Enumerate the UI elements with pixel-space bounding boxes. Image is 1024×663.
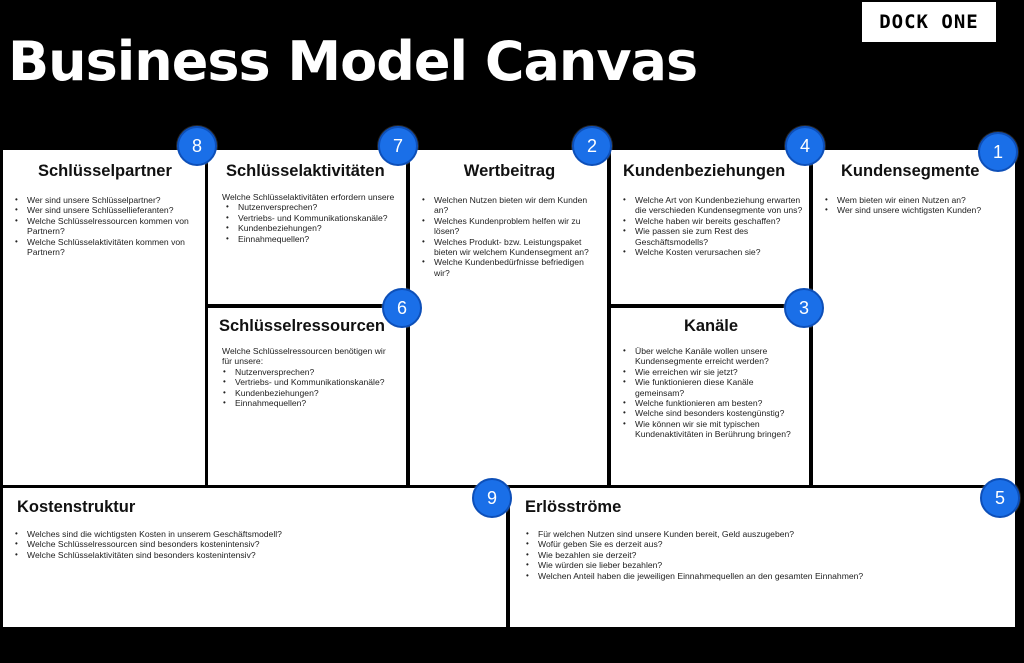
- list-item: Welche Schlüsselressourcen kommen von Pa…: [15, 216, 197, 237]
- list-item: Welche haben wir bereits geschaffen?: [623, 216, 803, 227]
- block-customer-relationships: Kundenbeziehungen Welche Art von Kundenb…: [611, 150, 809, 304]
- badge-number-3: 3: [784, 288, 824, 328]
- list-item: Wie passen sie zum Rest des Geschäftsmod…: [623, 226, 803, 247]
- list-item: Kundenbeziehungen?: [223, 388, 398, 399]
- block-intro: Welche Schlüsselaktivitäten erfordern un…: [222, 192, 395, 202]
- list-item: Welches Kundenproblem helfen wir zu löse…: [422, 216, 601, 237]
- list-item: Wie funktionieren diese Kanäle gemeinsam…: [623, 377, 803, 398]
- list-item: Welches sind die wichtigsten Kosten in u…: [15, 529, 498, 540]
- list-item: Welche Kundenbedürfnisse befriedigen wir…: [422, 257, 601, 278]
- list-item: Kundenbeziehungen?: [226, 223, 398, 234]
- badge-number-1: 1: [978, 132, 1018, 172]
- block-intro: Welche Schlüsselressourcen benötigen wir…: [222, 346, 386, 367]
- list-item: Wie erreichen wir sie jetzt?: [623, 367, 803, 378]
- list-item: Welche funktionieren am besten?: [623, 398, 803, 409]
- list-item: Welche Schlüsselressourcen sind besonder…: [15, 539, 498, 550]
- badge-number-5: 5: [980, 478, 1020, 518]
- block-heading: Kundenbeziehungen: [623, 162, 786, 180]
- question-list: Für welchen Nutzen sind unsere Kunden be…: [522, 529, 1007, 581]
- list-item: Wer sind unsere Schlüssellieferanten?: [15, 205, 197, 216]
- list-item: Welchen Anteil haben die jeweiligen Einn…: [526, 571, 1007, 582]
- block-heading: Schlüsselaktivitäten: [226, 162, 385, 180]
- list-item: Über welche Kanäle wollen unsere Kundens…: [623, 346, 803, 367]
- list-item: Wie würden sie lieber bezahlen?: [526, 560, 1007, 571]
- block-value-proposition: Wertbeitrag Welchen Nutzen bieten wir de…: [410, 150, 607, 485]
- badge-number-4: 4: [785, 126, 825, 166]
- list-item: Welche Art von Kundenbeziehung erwarten …: [623, 195, 803, 216]
- block-customer-segments: Kundensegmente Wem bieten wir einen Nutz…: [813, 150, 1015, 485]
- list-item: Welche Kosten verursachen sie?: [623, 247, 803, 258]
- list-item: Einnahmequellen?: [223, 398, 398, 409]
- business-model-canvas: Schlüsselpartner Wer sind unsere Schlüss…: [3, 150, 1015, 627]
- list-item: Welche Schlüsselaktivitäten kommen von P…: [15, 237, 197, 258]
- question-list: Wer sind unsere Schlüsselpartner? Wer si…: [11, 195, 197, 257]
- question-list: Nutzenversprechen? Vertriebs- und Kommun…: [219, 367, 398, 409]
- badge-number-9: 9: [472, 478, 512, 518]
- block-heading: Erlösströme: [525, 498, 622, 516]
- block-channels: Kanäle Über welche Kanäle wollen unsere …: [611, 308, 809, 485]
- block-key-partners: Schlüsselpartner Wer sind unsere Schlüss…: [3, 150, 205, 485]
- list-item: Wofür geben Sie es derzeit aus?: [526, 539, 1007, 550]
- block-key-resources: Schlüsselressourcen Welche Schlüsselress…: [208, 308, 406, 485]
- question-list: Wem bieten wir einen Nutzen an? Wer sind…: [821, 195, 1011, 216]
- page-title: Business Model Canvas: [8, 30, 698, 93]
- list-item: Wer sind unsere wichtigsten Kunden?: [825, 205, 1011, 216]
- list-item: Vertriebs- und Kommunikationskanäle?: [223, 377, 398, 388]
- list-item: Welche sind besonders kostengünstig?: [623, 408, 803, 419]
- block-heading: Wertbeitrag: [463, 162, 556, 180]
- block-key-activities: Schlüsselaktivitäten Welche Schlüsselakt…: [208, 150, 406, 304]
- list-item: Nutzenversprechen?: [223, 367, 398, 378]
- badge-number-2: 2: [572, 126, 612, 166]
- list-item: Wie können wir sie mit typischen Kundena…: [623, 419, 803, 440]
- list-item: Wer sind unsere Schlüsselpartner?: [15, 195, 197, 206]
- question-list: Nutzenversprechen? Vertriebs- und Kommun…: [222, 202, 398, 244]
- block-revenue-streams: Erlösströme Für welchen Nutzen sind unse…: [510, 488, 1015, 627]
- block-heading: Kundensegmente: [841, 162, 980, 180]
- list-item: Einnahmequellen?: [226, 234, 398, 245]
- block-heading: Kanäle: [683, 317, 739, 335]
- list-item: Welches Produkt- bzw. Leistungspaket bie…: [422, 237, 601, 258]
- list-item: Wie bezahlen sie derzeit?: [526, 550, 1007, 561]
- list-item: Wem bieten wir einen Nutzen an?: [825, 195, 1011, 206]
- question-list: Über welche Kanäle wollen unsere Kundens…: [619, 346, 803, 440]
- badge-number-7: 7: [378, 126, 418, 166]
- question-list: Welche Art von Kundenbeziehung erwarten …: [619, 195, 803, 258]
- list-item: Welchen Nutzen bieten wir dem Kunden an?: [422, 195, 601, 216]
- list-item: Nutzenversprechen?: [226, 202, 398, 213]
- list-item: Vertriebs- und Kommunikationskanäle?: [226, 213, 398, 224]
- question-list: Welchen Nutzen bieten wir dem Kunden an?…: [418, 195, 601, 278]
- dock-one-logo: DOCK ONE: [862, 2, 996, 42]
- block-heading: Schlüsselressourcen: [219, 317, 385, 335]
- list-item: Für welchen Nutzen sind unsere Kunden be…: [526, 529, 1007, 540]
- question-list: Welches sind die wichtigsten Kosten in u…: [11, 529, 498, 561]
- block-heading: Schlüsselpartner: [38, 162, 172, 180]
- block-cost-structure: Kostenstruktur Welches sind die wichtigs…: [3, 488, 506, 627]
- list-item: Welche Schlüsselaktivitäten sind besonde…: [15, 550, 498, 561]
- block-heading: Kostenstruktur: [17, 498, 136, 516]
- badge-number-8: 8: [177, 126, 217, 166]
- badge-number-6: 6: [382, 288, 422, 328]
